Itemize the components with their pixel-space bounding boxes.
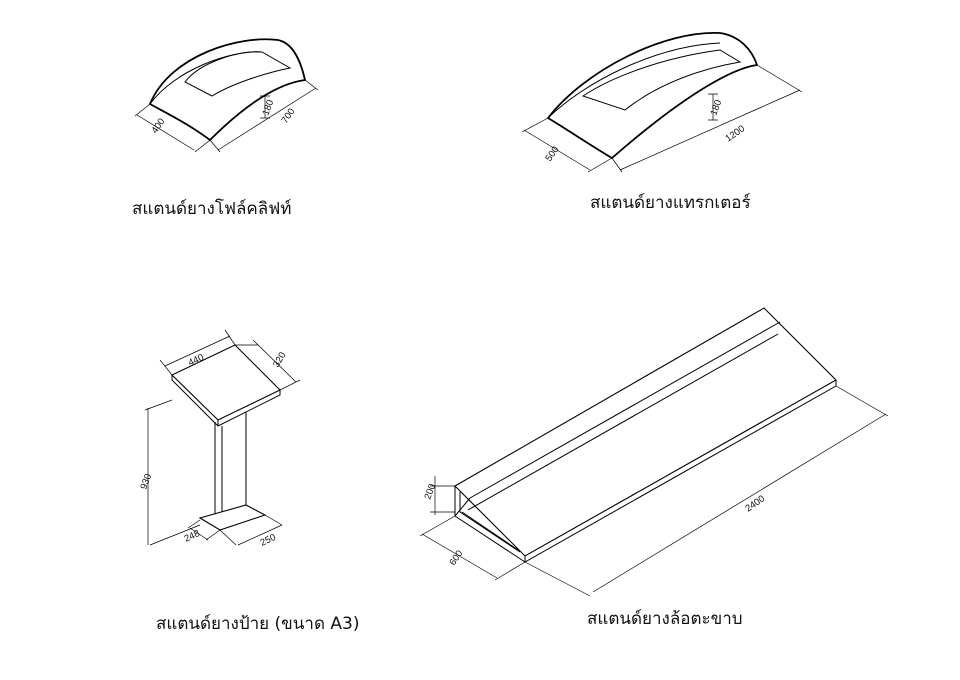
dim-top-depth: 320 — [271, 350, 288, 369]
dim-width: 600 — [447, 548, 465, 567]
dim-width: 500 — [543, 144, 561, 163]
dim-length: 2400 — [743, 493, 767, 514]
sign-stand-a3: 440 320 930 248 250 สแตนด์ยางป้าย (ขนาด … — [138, 329, 360, 634]
caption-sign: สแตนด์ยางป้าย (ขนาด A3) — [156, 614, 360, 634]
dim-height: 200 — [422, 482, 438, 501]
caption-forklift: สแตนด์ยางโฟล์คลิฟท์ — [132, 198, 291, 219]
dim-width: 400 — [149, 116, 167, 135]
caption-crawler: สแตนด์ยางล้อตะขาบ — [587, 609, 743, 629]
crawler-track-stand: 200 600 2400 สแตนด์ยางล้อตะขาบ — [419, 307, 889, 629]
dim-height: 180 — [260, 98, 276, 117]
dim-height: 930 — [138, 472, 154, 491]
tractor-tire-stand: 500 1200 180 สแตนด์ยางแทรกเตอร์ — [521, 32, 803, 213]
dim-height: 180 — [708, 98, 724, 117]
dim-length: 1200 — [723, 123, 747, 144]
forklift-tire-stand: 400 700 180 สแตนด์ยางโฟล์คลิฟท์ — [132, 38, 319, 219]
caption-tractor: สแตนด์ยางแทรกเตอร์ — [590, 193, 751, 213]
